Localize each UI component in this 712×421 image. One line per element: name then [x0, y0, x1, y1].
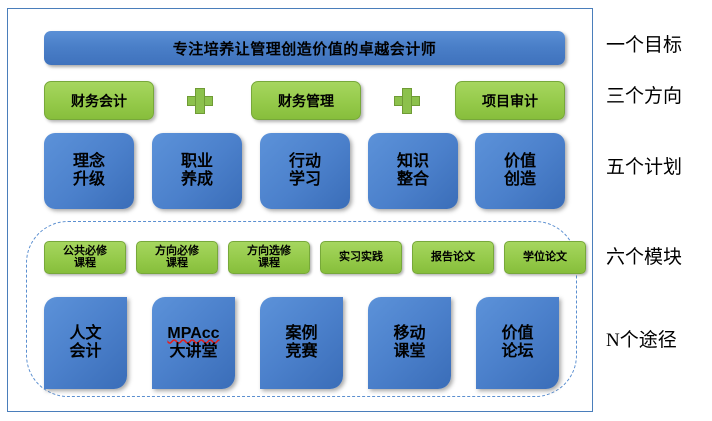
plan-box-5[interactable]: 价值 创造	[475, 133, 565, 209]
module-box-3-label-line2: 课程	[258, 256, 280, 269]
pathway-box-5[interactable]: 价值 论坛	[476, 297, 559, 389]
plan-box-2-label-line2: 养成	[180, 171, 213, 188]
module-box-6-label-line1: 学位论文	[523, 250, 567, 263]
module-box-2[interactable]: 方向必修 课程	[136, 241, 218, 274]
pathway-box-1-label-line1: 人文	[69, 324, 102, 342]
pathway-box-1[interactable]: 人文 会计	[44, 297, 127, 389]
modules-dashed-container	[26, 221, 577, 397]
pathway-box-3-label-line1: 案例	[285, 324, 318, 342]
legend-label-plan: 五个计划	[606, 157, 683, 178]
legend-label-pathway: N个途径	[606, 330, 677, 351]
direction-box-1[interactable]: 财务会计	[44, 81, 154, 120]
pathway-box-4-label-line2: 课堂	[393, 343, 426, 360]
module-box-2-label-line2: 课程	[166, 256, 188, 269]
directions-row: 财务会计 财务管理 项目审计	[44, 81, 565, 120]
plan-box-4-label-line1: 知识	[396, 153, 429, 171]
plans-row: 理念 升级 职业 养成 行动 学习 知识 整合 价值 创造	[44, 133, 565, 209]
module-box-5[interactable]: 报告论文	[412, 241, 494, 274]
plan-box-2-label-line1: 职业	[180, 153, 213, 171]
module-box-4[interactable]: 实习实践	[320, 241, 402, 274]
plus-icon-1	[187, 88, 213, 114]
direction-box-3-label: 项目审计	[482, 92, 538, 109]
module-box-1[interactable]: 公共必修 课程	[44, 241, 126, 274]
plan-box-1-label-line1: 理念	[72, 153, 105, 171]
pathway-box-2-label-line1: MPAcc	[167, 324, 220, 342]
pathway-box-2-label-line2: 大讲堂	[169, 343, 218, 360]
module-box-1-label-line2: 课程	[74, 256, 96, 269]
goal-banner[interactable]: 专注培养让管理创造价值的卓越会计师	[44, 31, 565, 65]
pathway-box-4[interactable]: 移动 课堂	[368, 297, 451, 389]
module-box-2-label-line1: 方向必修	[155, 244, 199, 257]
module-box-5-label-line1: 报告论文	[431, 250, 475, 263]
plan-box-2[interactable]: 职业 养成	[152, 133, 242, 209]
plan-box-3-label-line2: 学习	[288, 171, 321, 188]
pathway-box-3-label-line2: 竞赛	[285, 343, 318, 360]
pathways-row: 人文 会计 MPAcc 大讲堂 案例 竞赛 移动 课堂 价值 论坛	[44, 297, 565, 389]
module-box-3[interactable]: 方向选修 课程	[228, 241, 310, 274]
direction-box-2-label: 财务管理	[278, 92, 334, 109]
modules-row: 公共必修 课程 方向必修 课程 方向选修 课程 实习实践 报告论文 学位论文	[44, 241, 586, 274]
goal-banner-label: 专注培养让管理创造价值的卓越会计师	[172, 40, 437, 58]
legend-label-module: 六个模块	[606, 247, 683, 268]
pathway-box-3[interactable]: 案例 竞赛	[260, 297, 343, 389]
pathway-box-5-label-line2: 论坛	[501, 343, 534, 360]
module-box-1-label-line1: 公共必修	[63, 244, 107, 257]
diagram-panel: 专注培养让管理创造价值的卓越会计师 财务会计 财务管理 项目审计 理念 升级 职…	[7, 8, 593, 412]
direction-box-1-label: 财务会计	[71, 92, 127, 109]
plan-box-3-label-line1: 行动	[288, 153, 321, 171]
module-box-6[interactable]: 学位论文	[504, 241, 586, 274]
plan-box-4[interactable]: 知识 整合	[368, 133, 458, 209]
plan-box-5-label-line2: 创造	[503, 171, 536, 188]
plan-box-4-label-line2: 整合	[396, 171, 429, 188]
legend-label-direction: 三个方向	[606, 86, 683, 107]
direction-box-3[interactable]: 项目审计	[455, 81, 565, 120]
legend-label-goal: 一个目标	[606, 35, 683, 56]
module-box-4-label-line1: 实习实践	[339, 250, 383, 263]
plan-box-1[interactable]: 理念 升级	[44, 133, 134, 209]
pathway-box-2[interactable]: MPAcc 大讲堂	[152, 297, 235, 389]
plan-box-3[interactable]: 行动 学习	[260, 133, 350, 209]
plus-icon-2	[394, 88, 420, 114]
plan-box-5-label-line1: 价值	[503, 153, 536, 171]
direction-box-2[interactable]: 财务管理	[251, 81, 361, 120]
pathway-box-4-label-line1: 移动	[393, 324, 426, 342]
pathway-box-1-label-line2: 会计	[69, 343, 102, 360]
pathway-box-5-label-line1: 价值	[501, 324, 534, 342]
module-box-3-label-line1: 方向选修	[247, 244, 291, 257]
plan-box-1-label-line2: 升级	[72, 171, 105, 188]
